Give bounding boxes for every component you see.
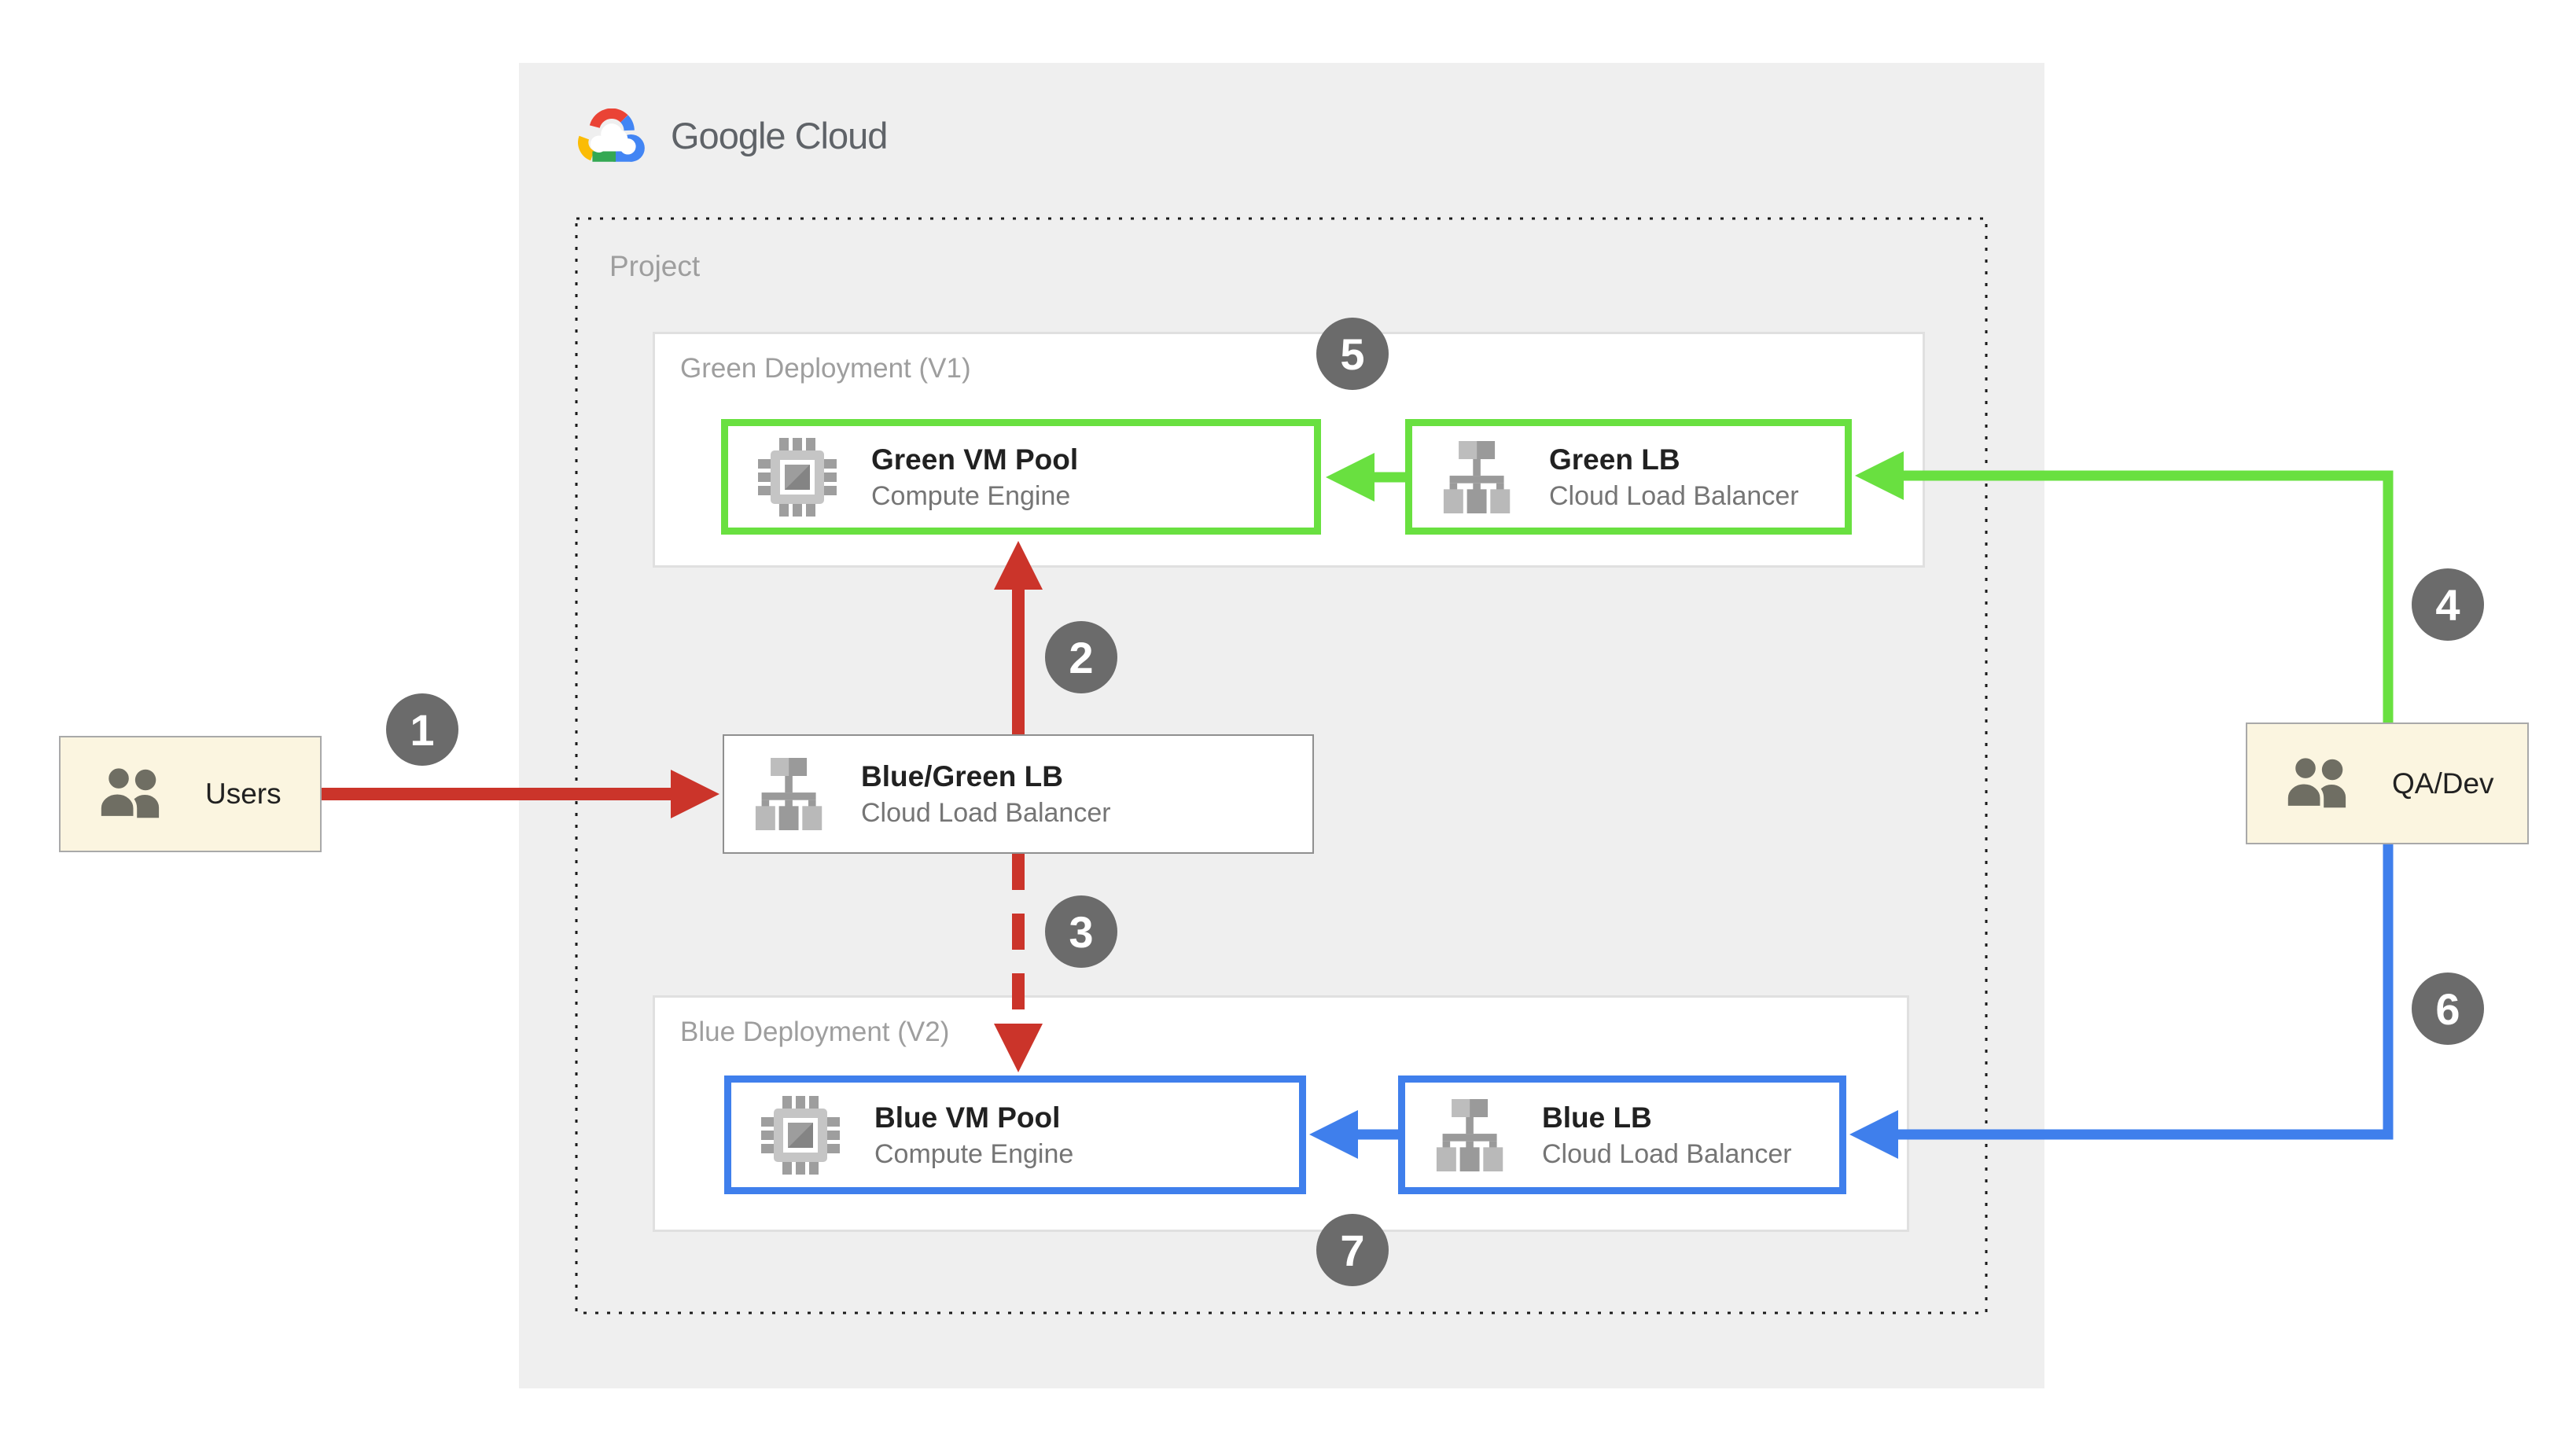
node-subtitle: Cloud Load Balancer [1542,1138,1792,1169]
step-badge-7: 7 [1316,1214,1389,1286]
blue-green-lb-node: Blue/Green LB Cloud Load Balancer [723,734,1314,854]
node-title: Blue/Green LB [861,760,1063,792]
step-badge-2: 2 [1045,621,1117,693]
node-subtitle: Compute Engine [874,1138,1074,1169]
google-cloud-wordmark: Google Cloud [671,114,888,156]
step-badge-6: 6 [2412,973,2484,1045]
project-label: Project [609,250,701,282]
qa-dev-box: QA/Dev [2246,723,2529,844]
step-badge-1: 1 [386,693,458,766]
node-subtitle: Compute Engine [871,480,1071,511]
blue-lb-node: Blue LB Cloud Load Balancer [1398,1076,1846,1194]
node-title: Green LB [1549,443,1680,476]
node-title: Blue VM Pool [874,1101,1061,1134]
step-badge-5: 5 [1316,318,1389,390]
node-title: Green VM Pool [871,443,1079,476]
green-lb-node: Green LB Cloud Load Balancer [1405,419,1852,535]
users-box: Users [59,736,322,852]
node-subtitle: Cloud Load Balancer [861,798,1111,828]
step-badge-4: 4 [2412,568,2484,641]
users-icon [98,764,160,820]
node-subtitle: Cloud Load Balancer [1549,480,1799,511]
blue-vm-pool-node: Blue VM Pool Compute Engine [724,1076,1306,1194]
google-cloud-logo-icon [578,108,645,162]
google-cloud-logo: Google Cloud [578,108,888,162]
blue-deployment-label: Blue Deployment (V2) [680,1017,950,1047]
load-balancer-icon [1443,440,1511,513]
green-deployment-label: Green Deployment (V1) [680,353,971,384]
users-label: Users [205,778,282,810]
node-title: Blue LB [1542,1101,1652,1134]
qa-dev-label: QA/Dev [2392,767,2494,800]
compute-engine-icon [761,1095,840,1175]
users-icon [2284,754,2346,810]
step-badge-3: 3 [1045,895,1117,968]
load-balancer-icon [755,758,822,830]
compute-engine-icon [758,437,837,517]
green-vm-pool-node: Green VM Pool Compute Engine [721,419,1321,535]
load-balancer-icon [1436,1098,1503,1171]
